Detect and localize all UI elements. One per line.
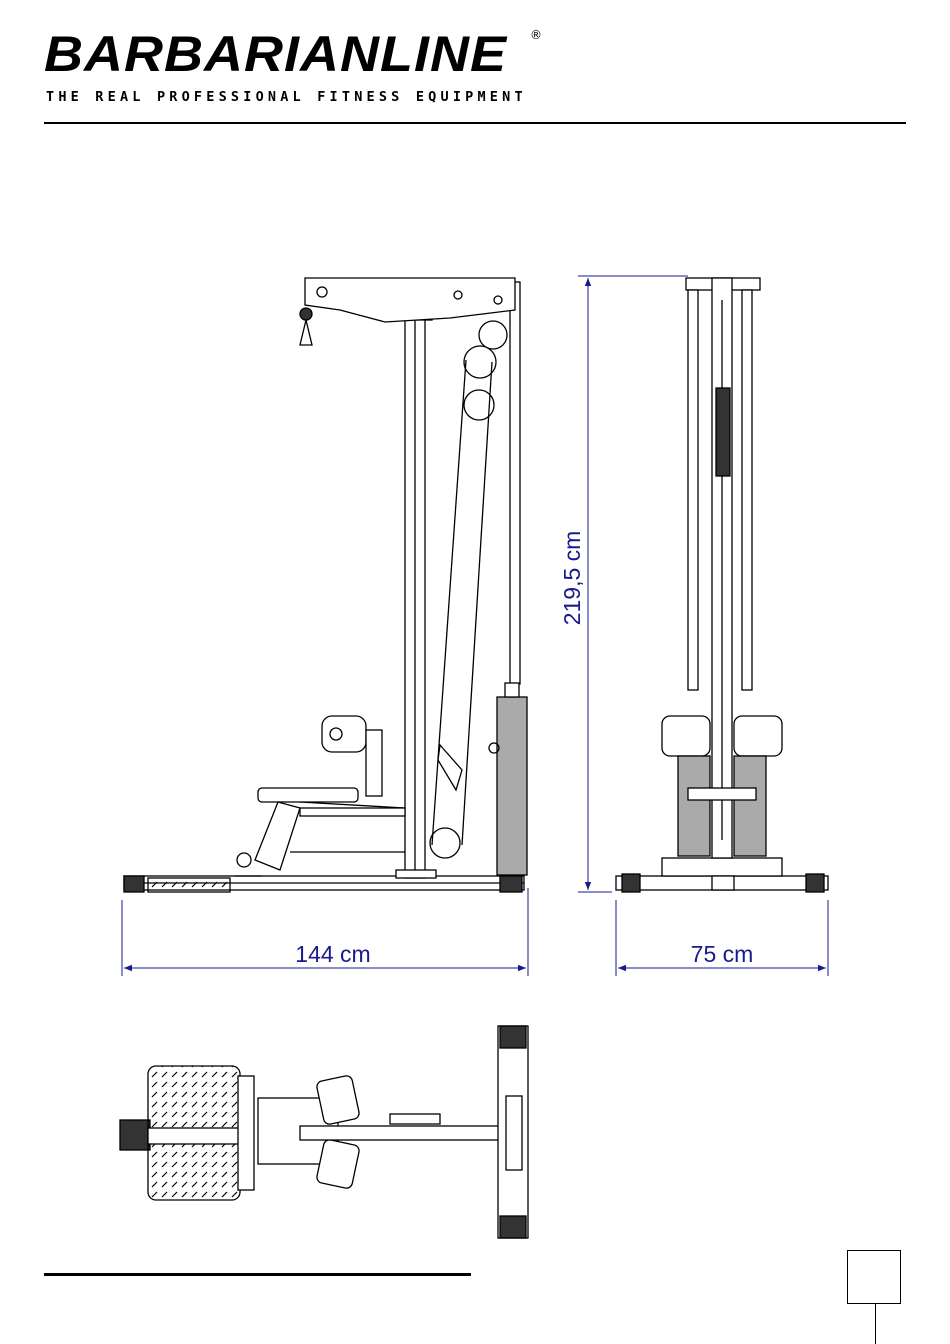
page-box-tick <box>875 1304 876 1344</box>
footer-divider <box>44 1273 471 1276</box>
top-view <box>120 1026 528 1238</box>
width-dimension-label: 75 cm <box>691 941 754 967</box>
height-dimension-label: 219,5 cm <box>559 531 585 626</box>
front-view <box>616 278 828 892</box>
side-view <box>124 278 527 892</box>
length-dimension-label: 144 cm <box>295 941 370 967</box>
page-number-box <box>847 1250 901 1304</box>
